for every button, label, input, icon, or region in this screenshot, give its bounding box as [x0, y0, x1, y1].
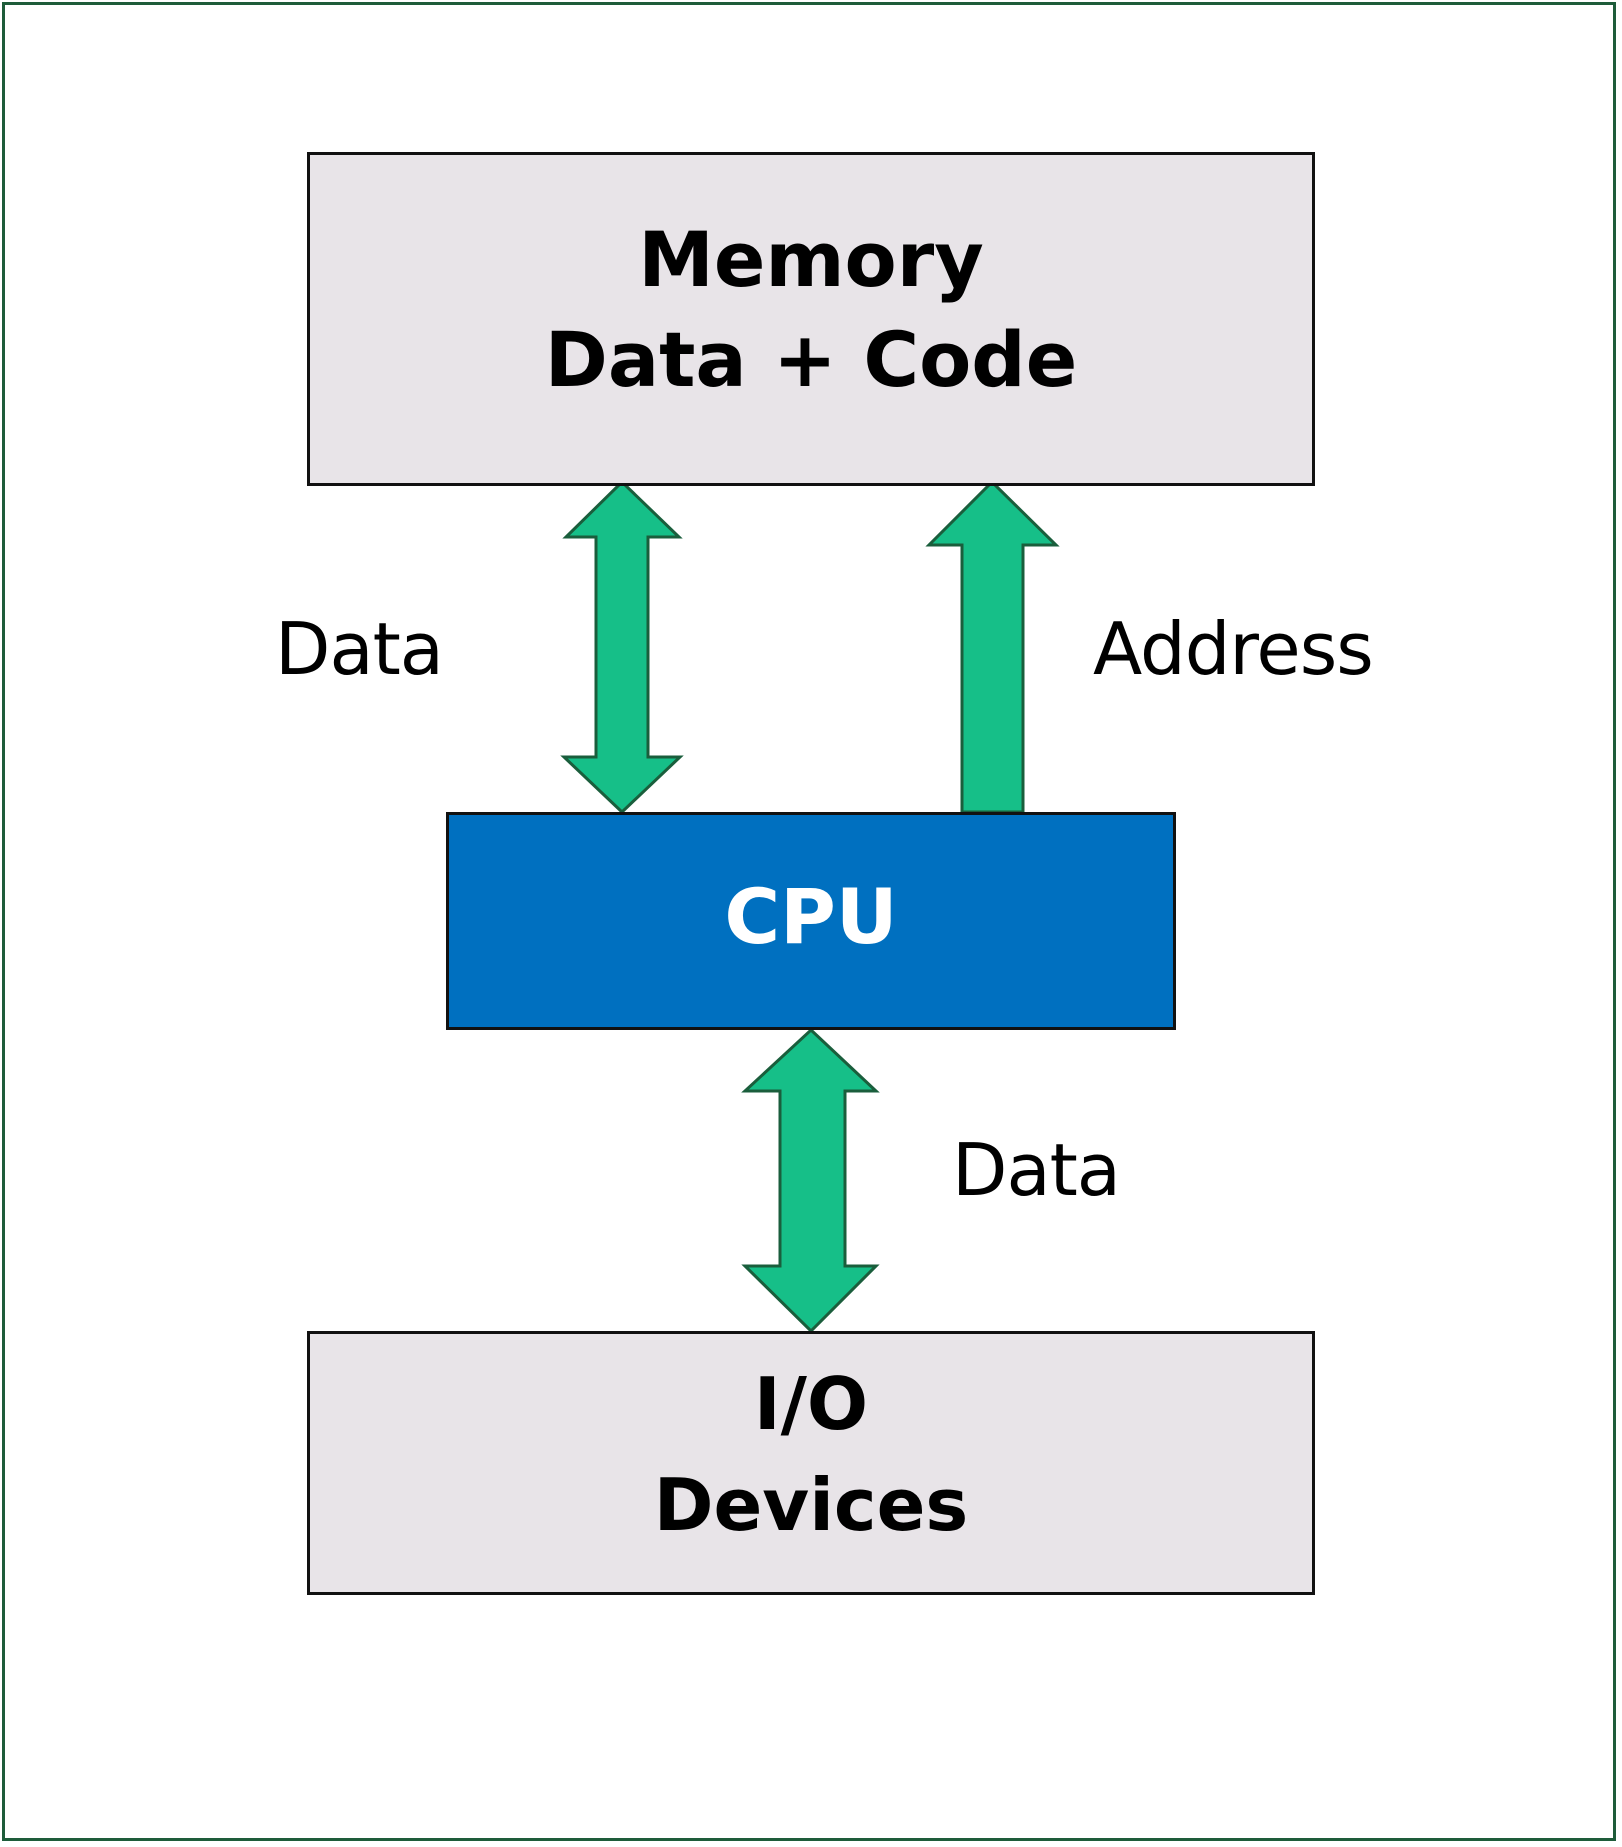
cpu-memory-address-arrow [925, 479, 1060, 814]
cpu-title: CPU [724, 871, 898, 961]
memory-box: Memory Data + Code [307, 152, 1315, 486]
io-devices-box: I/O Devices [307, 1331, 1315, 1595]
io-title: I/O [753, 1362, 869, 1447]
cpu-box: CPU [446, 812, 1176, 1030]
memory-data-bus-label: Data [275, 607, 444, 691]
memory-title: Memory [638, 214, 984, 304]
cpu-io-data-arrow [741, 1027, 880, 1334]
memory-subtitle: Data + Code [544, 315, 1078, 404]
address-bus-label: Address [1093, 607, 1374, 691]
io-subtitle: Devices [653, 1463, 969, 1547]
io-data-bus-label: Data [952, 1128, 1121, 1212]
memory-cpu-data-arrow [560, 479, 684, 815]
